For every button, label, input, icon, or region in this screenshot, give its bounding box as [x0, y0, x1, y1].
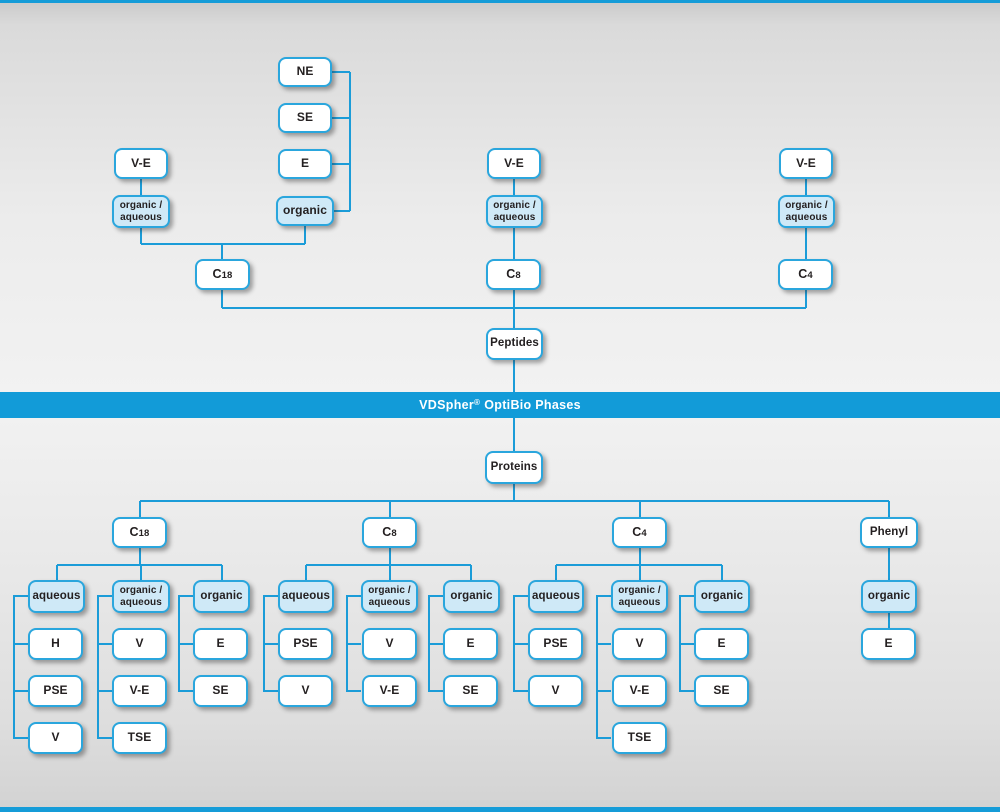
node-se: SE	[278, 103, 332, 133]
node-organic-proteins-c18: organic	[193, 580, 250, 613]
top-accent-strip	[0, 0, 1000, 3]
c4-digits: 4	[807, 270, 813, 282]
node-organic-aqueous-proteins-c18: organic / aqueous	[112, 580, 170, 613]
node-leaf-e: E	[694, 628, 749, 660]
node-leaf-tse: TSE	[612, 722, 667, 754]
node-leaf-v: V	[362, 628, 417, 660]
c4-digits: 4	[641, 528, 647, 540]
node-organic-proteins-c8: organic	[443, 580, 500, 613]
node-c18-peptides: C18	[195, 259, 250, 290]
node-leaf-e: E	[443, 628, 498, 660]
node-leaf-se: SE	[443, 675, 498, 707]
node-leaf-e: E	[193, 628, 248, 660]
node-leaf-se: SE	[193, 675, 248, 707]
node-leaf-ve: V-E	[362, 675, 417, 707]
node-phenyl-proteins: Phenyl	[860, 517, 918, 548]
banner-subtitle: OptiBio Phases	[484, 398, 581, 412]
c18-prefix: C	[129, 525, 139, 540]
node-aqueous-proteins-c18: aqueous	[28, 580, 85, 613]
node-organic-proteins-c4: organic	[694, 580, 750, 613]
node-leaf-pse: PSE	[28, 675, 83, 707]
c18-digits: 18	[138, 528, 150, 540]
node-leaf-h: H	[28, 628, 83, 660]
registered-mark: ®	[474, 398, 481, 407]
node-organic-aqueous-peptides-c8: organic / aqueous	[486, 195, 543, 228]
node-leaf-pse: PSE	[278, 628, 333, 660]
node-aqueous-proteins-c8: aqueous	[278, 580, 334, 613]
node-organic-mode-peptides-c18: organic	[276, 196, 334, 226]
banner: VDSpher®OptiBio Phases	[0, 392, 1000, 418]
node-proteins-root: Proteins	[485, 451, 543, 484]
c18-prefix: C	[212, 267, 222, 282]
node-leaf-se: SE	[694, 675, 749, 707]
node-c8-proteins: C8	[362, 517, 417, 548]
node-leaf-ve: V-E	[612, 675, 667, 707]
node-leaf-tse: TSE	[112, 722, 167, 754]
banner-brand: VDSpher	[419, 398, 475, 412]
node-c18-proteins: C18	[112, 517, 167, 548]
node-organic-aqueous-proteins-c4: organic / aqueous	[611, 580, 668, 613]
banner-title: VDSpher®OptiBio Phases	[419, 398, 581, 412]
c8-prefix: C	[382, 525, 392, 540]
c4-prefix: C	[632, 525, 642, 540]
node-ve-peptides-c18: V-E	[114, 148, 168, 179]
node-leaf-v: V	[528, 675, 583, 707]
node-organic-proteins-phenyl: organic	[861, 580, 917, 613]
node-c4-peptides: C4	[778, 259, 833, 290]
c8-prefix: C	[506, 267, 516, 282]
node-e: E	[278, 149, 332, 179]
node-ve-peptides-c8: V-E	[487, 148, 541, 179]
node-aqueous-proteins-c4: aqueous	[528, 580, 584, 613]
node-leaf-v: V	[278, 675, 333, 707]
c18-digits: 18	[221, 270, 233, 282]
node-ne: NE	[278, 57, 332, 87]
node-peptides-root: Peptides	[486, 328, 543, 360]
node-leaf-ve: V-E	[112, 675, 167, 707]
node-leaf-v: V	[28, 722, 83, 754]
c8-digits: 8	[391, 528, 397, 540]
node-c8-peptides: C8	[486, 259, 541, 290]
bottom-accent-strip	[0, 807, 1000, 812]
c8-digits: 8	[515, 270, 521, 282]
node-leaf-v: V	[112, 628, 167, 660]
node-leaf-v: V	[612, 628, 667, 660]
node-organic-aqueous-peptides-c4: organic / aqueous	[778, 195, 835, 228]
c4-prefix: C	[798, 267, 808, 282]
node-leaf-e: E	[861, 628, 916, 660]
node-leaf-pse: PSE	[528, 628, 583, 660]
node-organic-aqueous-peptides-c18: organic / aqueous	[112, 195, 170, 228]
node-c4-proteins: C4	[612, 517, 667, 548]
node-ve-peptides-c4: V-E	[779, 148, 833, 179]
node-organic-aqueous-proteins-c8: organic / aqueous	[361, 580, 418, 613]
